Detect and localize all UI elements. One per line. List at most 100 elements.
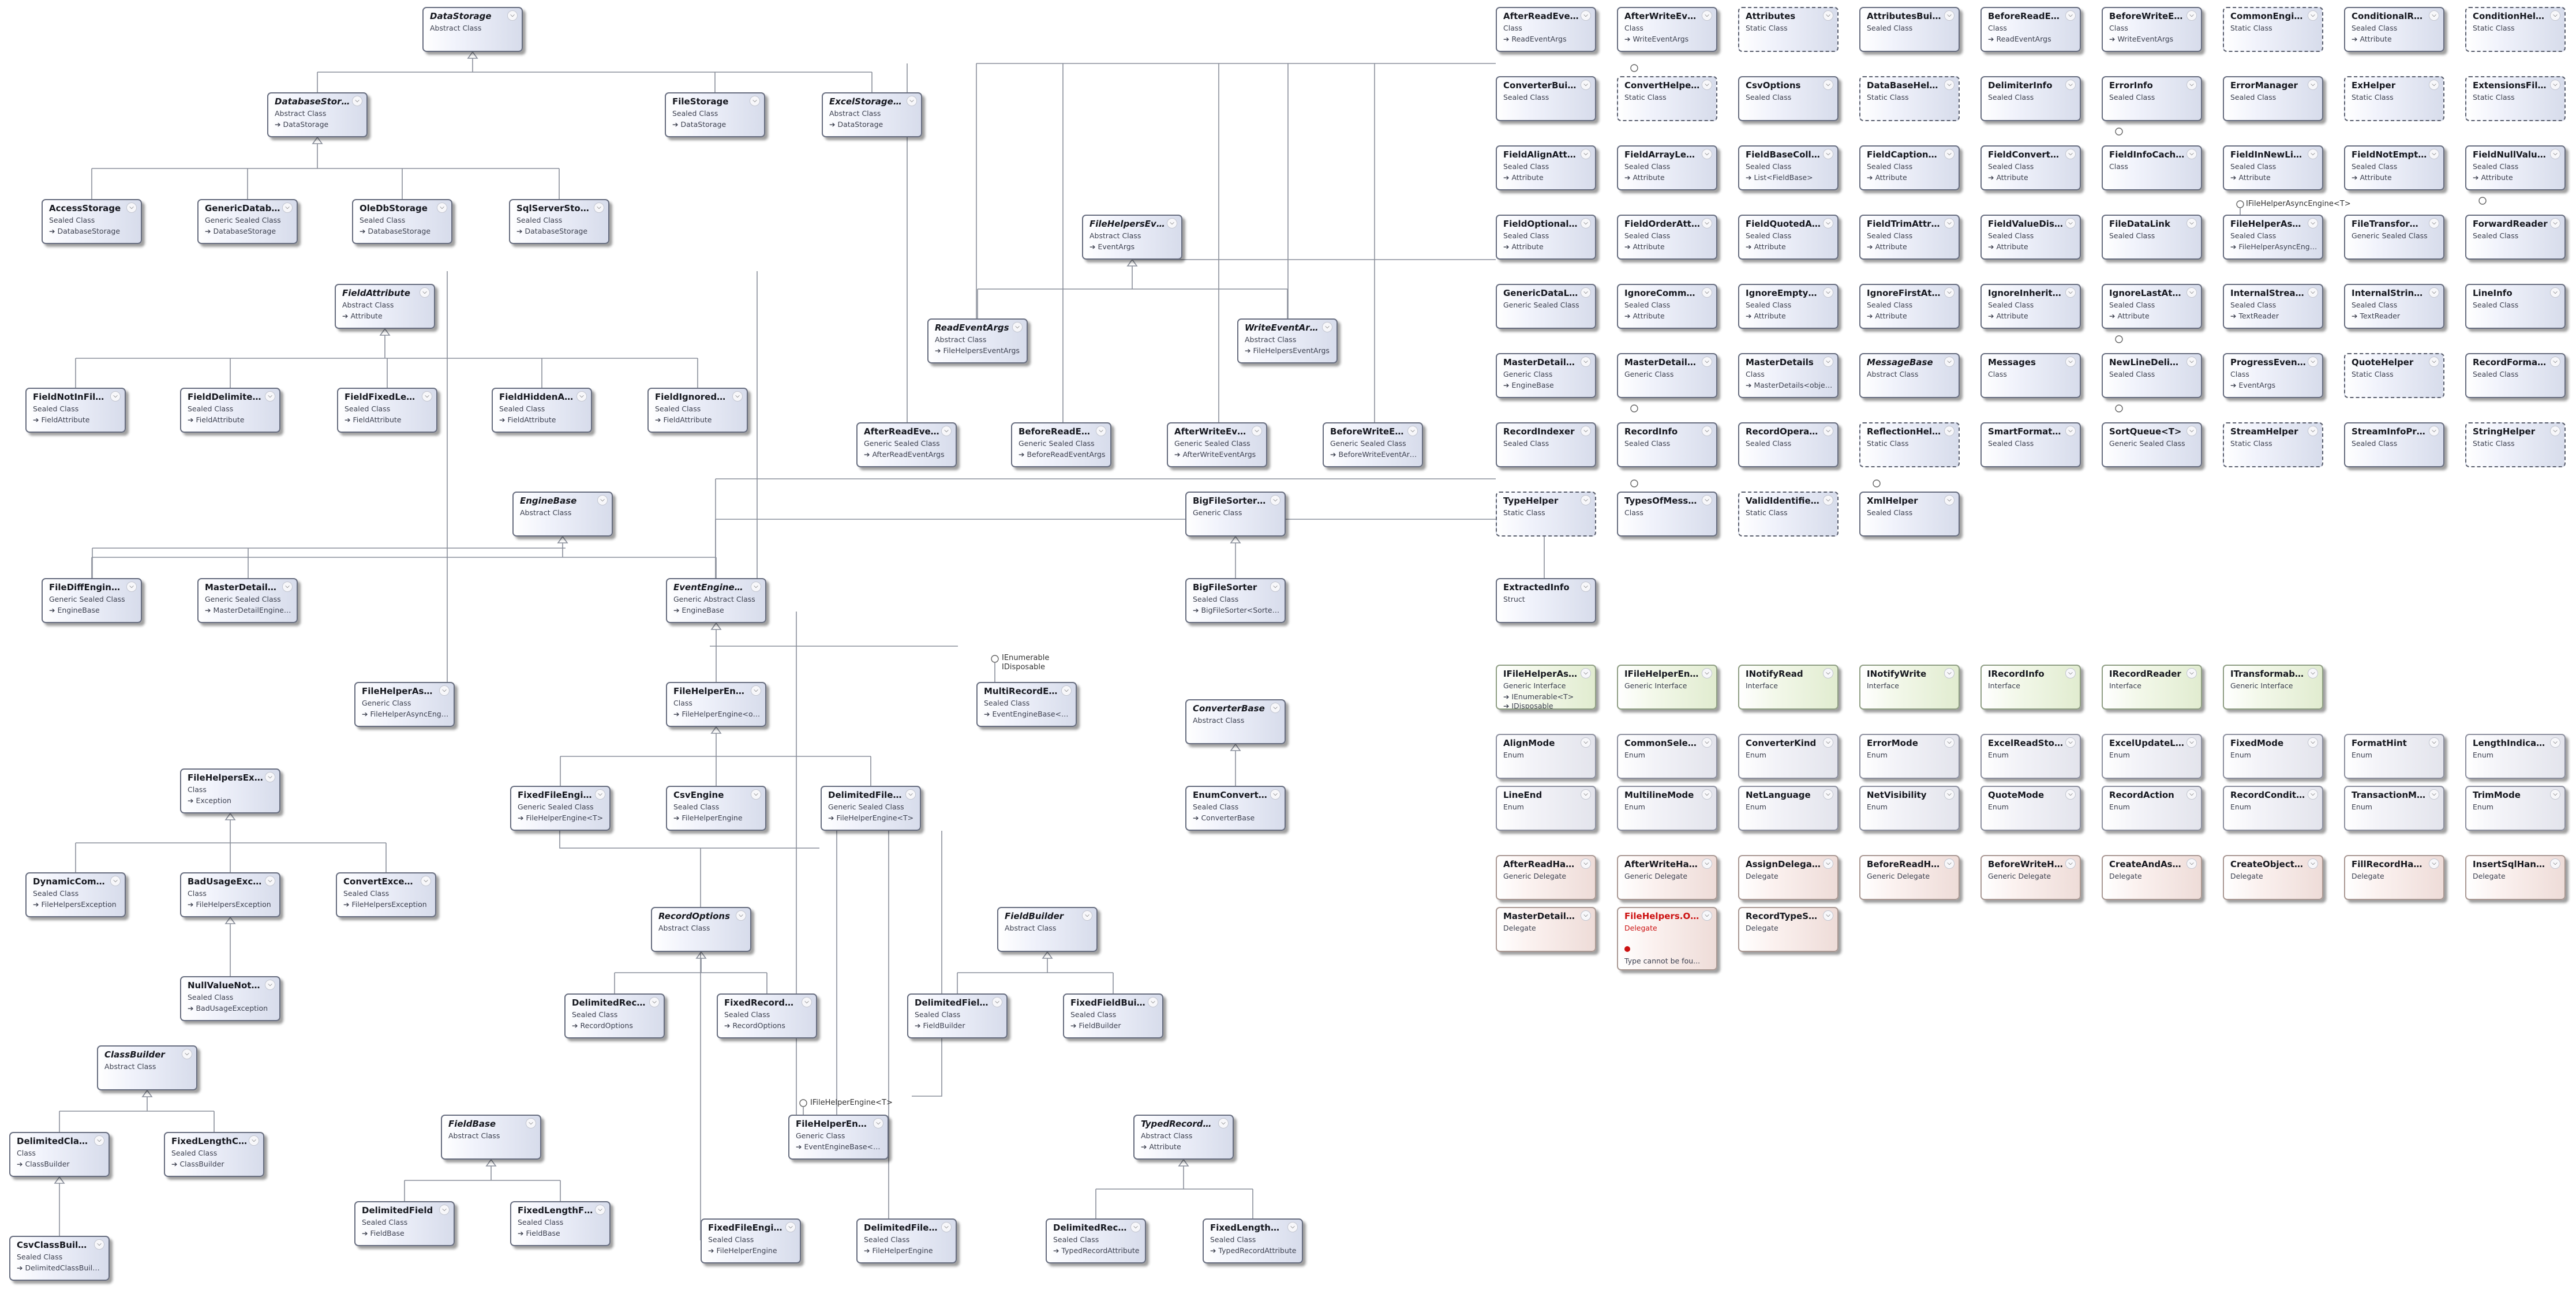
chevron-down-icon[interactable]: ⌵ — [751, 582, 761, 592]
chevron-down-icon[interactable]: ⌵ — [2308, 858, 2318, 869]
type-shape-field-array-length[interactable]: FieldArrayLengt...Sealed Class➔ Attribut… — [1617, 145, 1717, 190]
chevron-down-icon[interactable]: ⌵ — [282, 582, 293, 592]
chevron-down-icon[interactable]: ⌵ — [2065, 149, 2076, 159]
chevron-down-icon[interactable]: ⌵ — [2065, 789, 2076, 800]
type-shape-delimited-file-engine[interactable]: DelimitedFileEn...Sealed Class➔ FileHelp… — [856, 1218, 957, 1263]
chevron-down-icon[interactable]: ⌵ — [265, 391, 275, 402]
chevron-down-icon[interactable]: ⌵ — [2065, 10, 2076, 21]
chevron-down-icon[interactable]: ⌵ — [750, 96, 760, 106]
chevron-down-icon[interactable]: ⌵ — [2186, 10, 2197, 21]
chevron-down-icon[interactable]: ⌵ — [2065, 80, 2076, 90]
chevron-down-icon[interactable]: ⌵ — [1823, 668, 1833, 678]
type-shape-bad-usage-exception[interactable]: BadUsageExcep...Class➔ FileHelpersExcept… — [180, 872, 280, 917]
chevron-down-icon[interactable]: ⌵ — [2429, 149, 2439, 159]
chevron-down-icon[interactable]: ⌵ — [2308, 668, 2318, 678]
type-shape-delimited-class-builder[interactable]: DelimitedClassB...Class➔ ClassBuilder⌵ — [9, 1132, 110, 1177]
type-shape-master-details-g[interactable]: MasterDetails<...Generic Class⌵ — [1617, 353, 1717, 398]
chevron-down-icon[interactable]: ⌵ — [2308, 10, 2318, 21]
chevron-down-icon[interactable]: ⌵ — [751, 789, 761, 800]
type-shape-conditional-record[interactable]: ConditionalReco...Sealed Class➔ Attribut… — [2344, 7, 2444, 52]
chevron-down-icon[interactable]: ⌵ — [2429, 426, 2439, 436]
chevron-down-icon[interactable]: ⌵ — [576, 391, 587, 402]
chevron-down-icon[interactable]: ⌵ — [94, 1239, 104, 1250]
chevron-down-icon[interactable]: ⌵ — [941, 426, 952, 436]
chevron-down-icon[interactable]: ⌵ — [2308, 357, 2318, 367]
type-shape-field-optional[interactable]: FieldOptionalAt...Sealed Class➔ Attribut… — [1496, 215, 1596, 260]
chevron-down-icon[interactable]: ⌵ — [2429, 858, 2439, 869]
type-shape-event-engine-base[interactable]: EventEngineBase<...Generic Abstract Clas… — [666, 578, 766, 623]
chevron-down-icon[interactable]: ⌵ — [732, 391, 743, 402]
chevron-down-icon[interactable]: ⌵ — [2186, 737, 2197, 748]
chevron-down-icon[interactable]: ⌵ — [2186, 858, 2197, 869]
type-shape-file-helpers-exception[interactable]: FileHelpersExce...Class➔ Exception⌵ — [180, 768, 280, 813]
type-shape-field-trim-attribute[interactable]: FieldTrimAttrib...Sealed Class➔ Attribut… — [1859, 215, 1960, 260]
type-shape-length-indicator[interactable]: LengthIndicator...Enum⌵ — [2465, 734, 2566, 779]
type-shape-delimited-field-builder[interactable]: DelimitedFieldB...Sealed Class➔ FieldBui… — [907, 993, 1008, 1038]
chevron-down-icon[interactable]: ⌵ — [421, 876, 431, 886]
chevron-down-icon[interactable]: ⌵ — [110, 876, 121, 886]
chevron-down-icon[interactable]: ⌵ — [1702, 737, 1712, 748]
chevron-down-icon[interactable]: ⌵ — [439, 685, 450, 696]
type-shape-extensions-file-utils[interactable]: ExtensionsFileU...Static Class⌵ — [2465, 76, 2566, 121]
type-shape-after-read-event-args[interactable]: AfterReadEvent...Class➔ ReadEventArgs⌵ — [1496, 7, 1596, 52]
type-shape-itransformable[interactable]: ITransformable...Generic Interface⌵ — [2223, 665, 2323, 710]
chevron-down-icon[interactable]: ⌵ — [802, 997, 812, 1007]
type-shape-database-storage[interactable]: DatabaseStorageAbstract Class➔ DataStora… — [267, 92, 368, 137]
chevron-down-icon[interactable]: ⌵ — [265, 772, 275, 782]
chevron-down-icon[interactable]: ⌵ — [94, 1135, 104, 1146]
chevron-down-icon[interactable]: ⌵ — [1944, 668, 1955, 678]
chevron-down-icon[interactable]: ⌵ — [905, 789, 916, 800]
type-shape-file-helper-engine-g[interactable]: FileHelperEngin...Generic Class➔ EventEn… — [788, 1115, 889, 1160]
chevron-down-icon[interactable]: ⌵ — [1581, 287, 1591, 298]
chevron-down-icon[interactable]: ⌵ — [2186, 668, 2197, 678]
chevron-down-icon[interactable]: ⌵ — [1270, 582, 1280, 592]
chevron-down-icon[interactable]: ⌵ — [594, 202, 604, 213]
chevron-down-icon[interactable]: ⌵ — [437, 202, 447, 213]
chevron-down-icon[interactable]: ⌵ — [595, 1205, 605, 1215]
chevron-down-icon[interactable]: ⌵ — [110, 391, 121, 402]
type-shape-after-write-event-args-g[interactable]: AfterWriteEvent...Generic Sealed Class➔ … — [1167, 422, 1267, 467]
chevron-down-icon[interactable]: ⌵ — [2550, 218, 2560, 228]
type-shape-before-write-handler[interactable]: BeforeWriteHan...Generic Delegate⌵ — [1980, 855, 2081, 900]
type-shape-field-quoted-attribute[interactable]: FieldQuotedAttr...Sealed Class➔ Attribut… — [1738, 215, 1839, 260]
type-shape-fixed-file-engine-g[interactable]: FixedFileEngine...Generic Sealed Class➔ … — [510, 786, 611, 831]
type-shape-ignore-empty-lines[interactable]: IgnoreEmptyLin...Sealed Class➔ Attribute… — [1738, 284, 1839, 329]
chevron-down-icon[interactable]: ⌵ — [736, 910, 746, 921]
chevron-down-icon[interactable]: ⌵ — [352, 96, 362, 106]
type-shape-master-detail-selector[interactable]: MasterDetailSel...Delegate⌵ — [1496, 907, 1596, 952]
type-shape-delimited-record-attribute[interactable]: DelimitedRecor...Sealed Class➔ TypedReco… — [1046, 1218, 1146, 1263]
type-shape-delimited-record-options[interactable]: DelimitedRecor...Sealed Class➔ RecordOpt… — [564, 993, 665, 1038]
chevron-down-icon[interactable]: ⌵ — [1581, 218, 1591, 228]
chevron-down-icon[interactable]: ⌵ — [1944, 789, 1955, 800]
chevron-down-icon[interactable]: ⌵ — [1944, 149, 1955, 159]
chevron-down-icon[interactable]: ⌵ — [1823, 858, 1833, 869]
chevron-down-icon[interactable]: ⌵ — [751, 685, 761, 696]
type-shape-typed-record-attribute[interactable]: TypedRecordAttrib...Abstract Class➔ Attr… — [1133, 1115, 1234, 1160]
type-shape-convert-exception[interactable]: ConvertExceptionSealed Class➔ FileHelper… — [336, 872, 436, 917]
chevron-down-icon[interactable]: ⌵ — [2429, 10, 2439, 21]
chevron-down-icon[interactable]: ⌵ — [126, 582, 137, 592]
chevron-down-icon[interactable]: ⌵ — [420, 287, 430, 298]
chevron-down-icon[interactable]: ⌵ — [1823, 789, 1833, 800]
chevron-down-icon[interactable]: ⌵ — [1148, 997, 1158, 1007]
